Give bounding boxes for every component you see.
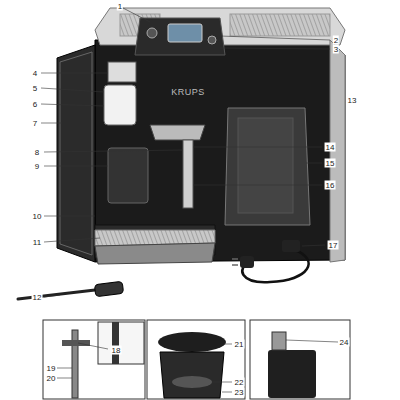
cup-warmer-grille: [230, 14, 330, 36]
appliance-plug: [282, 240, 300, 252]
plug-pin: [232, 258, 238, 260]
callout-number: 15: [325, 159, 336, 168]
coffee-spout: [150, 125, 205, 140]
callout-number: 14: [325, 143, 336, 152]
callout-number: 12: [32, 293, 43, 302]
callout-number: 22: [234, 378, 245, 387]
brew-unit: [104, 85, 136, 125]
inset-zoom-tube: [112, 322, 119, 364]
container-inner: [172, 376, 212, 388]
inset-zoom: [98, 322, 144, 364]
inset-connector: [62, 340, 90, 346]
callout-number: 20: [46, 374, 57, 383]
callout-number: 24: [339, 338, 350, 347]
container-lid: [158, 332, 226, 352]
side-door: [57, 45, 95, 262]
callout-number: 3: [333, 45, 339, 54]
plug-pin: [232, 264, 238, 266]
callout-number: 7: [32, 119, 38, 128]
tank-window: [238, 118, 293, 213]
callout-number: 10: [32, 212, 43, 221]
callout-number: 16: [325, 181, 336, 190]
grounds-container: [108, 148, 148, 203]
panel-button: [208, 36, 216, 44]
control-panel: [135, 18, 225, 55]
callout-number: 9: [34, 162, 40, 171]
inset-frame: [250, 320, 350, 399]
brew-unit-top: [108, 62, 136, 82]
brand-logo: KRUPS: [170, 88, 206, 97]
inset-frame: [147, 320, 245, 399]
inset-frame: [43, 320, 145, 399]
cleaning-brush-handle: [18, 290, 95, 299]
callout-number: 18: [111, 346, 122, 355]
selector-knob: [147, 28, 157, 38]
callout-number: 13: [347, 96, 358, 105]
water-tank: [225, 108, 310, 225]
callout-number: 1: [117, 1, 123, 10]
callout-number: 6: [32, 100, 38, 109]
door-edge: [60, 52, 92, 255]
mains-plug: [240, 256, 254, 268]
display-screen: [168, 24, 202, 42]
steam-nozzle: [183, 140, 193, 208]
callout-number: 2: [333, 36, 339, 45]
cleaning-brush-head: [94, 281, 123, 296]
callout-number: 19: [46, 364, 57, 373]
callout-number: 4: [32, 69, 38, 78]
container-body: [160, 352, 224, 398]
cartridge-connector: [272, 332, 286, 350]
callout-number: 21: [234, 340, 245, 349]
drip-tray-front: [95, 243, 215, 264]
callout-number: 8: [34, 148, 40, 157]
leader-lines: [41, 8, 345, 392]
callout-number: 11: [32, 238, 42, 247]
cartridge-box: [268, 350, 316, 398]
callout-number: 5: [32, 84, 38, 93]
callout-number: 17: [328, 241, 339, 250]
callout-number: 23: [234, 388, 245, 397]
